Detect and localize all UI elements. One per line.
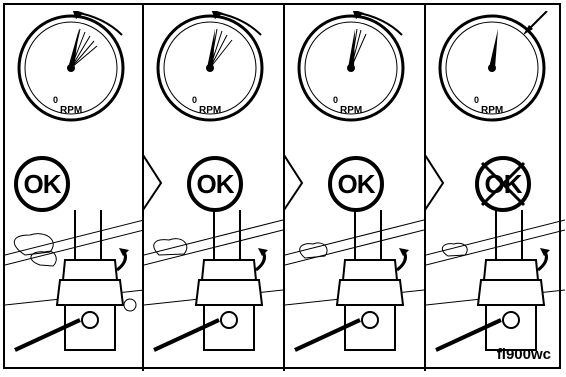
ok-label-1: OK [13,155,71,213]
valve-scene-2 [144,210,283,370]
gauge-zero-label-1: 0 [53,95,58,105]
gauge-zero-label-3: 0 [333,95,338,105]
gauge-zero-label-4: 0 [474,95,479,105]
cross-icon [474,155,532,213]
ok-label-2: OK [186,155,244,213]
valve-scene-3 [285,210,424,370]
figure-code: fi900wc [497,346,551,363]
ok-label-3: OK [327,155,385,213]
panel-3: 0 RPM OK [285,5,424,371]
panel-2: 0 RPM OK [144,5,283,371]
diagram-frame: 0 RPM OK [3,3,561,369]
panel-4: 0 RPM OK [426,5,559,371]
gauge-rpm-label-3: RPM [340,105,362,116]
panel-1: 0 RPM OK [5,5,144,371]
gauge-rpm-label-1: RPM [60,105,82,116]
gauge-zero-label-2: 0 [192,95,197,105]
valve-scene-1 [5,210,144,370]
gauge-rpm-label-4: RPM [481,105,503,116]
gauge-rpm-label-2: RPM [199,105,221,116]
